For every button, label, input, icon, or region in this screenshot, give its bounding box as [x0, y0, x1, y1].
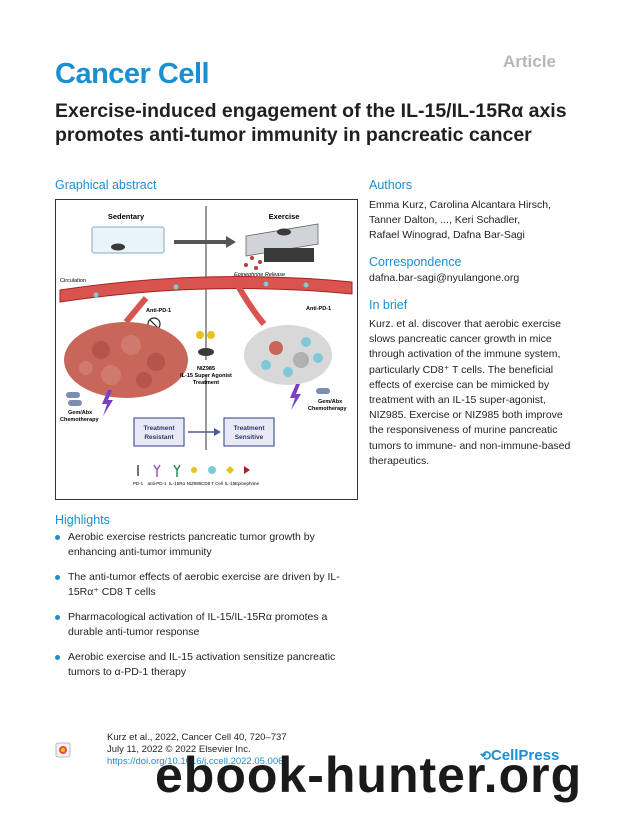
- il15-legend-icon: [226, 466, 234, 474]
- cage-icon: [91, 226, 165, 254]
- arrow-head-icon: [226, 236, 236, 248]
- sedentary-label: Sedentary: [108, 212, 145, 221]
- tumor-resistant-icon: [64, 322, 188, 398]
- mouse-exercise-icon: [277, 228, 291, 236]
- correspondence-email-link[interactable]: dafna.bar-sagi@nyulangone.org: [369, 272, 520, 284]
- authors-list: Emma Kurz, Carolina Alcantara Hirsch, Ta…: [369, 198, 589, 243]
- lightning-icon: [102, 390, 113, 416]
- author-line: Emma Kurz, Carolina Alcantara Hirsch,: [369, 199, 552, 211]
- in-brief-text: Kurz. et al. discover that aerobic exerc…: [369, 318, 571, 467]
- epinephrine-legend-icon: [244, 466, 250, 474]
- bullet-icon: [55, 535, 60, 540]
- svg-text:Treatment: Treatment: [143, 425, 175, 432]
- mouse-sedentary-icon: [111, 243, 125, 251]
- legend-label: anti-PD-1: [147, 481, 167, 486]
- watermark-text: ebook-hunter.org: [155, 747, 583, 803]
- svg-text:Treatment: Treatment: [193, 380, 219, 386]
- journal-logo: Cancer Cell: [55, 58, 210, 90]
- svg-text:Chemotherapy: Chemotherapy: [60, 417, 99, 423]
- graphical-abstract-heading: Graphical abstract: [55, 178, 157, 192]
- legend-label: NIZ985: [187, 481, 202, 486]
- treatment-sensitive-box: [223, 417, 275, 447]
- bullet-icon: [55, 615, 60, 620]
- svg-text:Gem/Abx: Gem/Abx: [68, 410, 93, 416]
- svg-text:IL-15 Super Agonist: IL-15 Super Agonist: [180, 373, 232, 379]
- svg-text:Chemotherapy: Chemotherapy: [308, 406, 347, 412]
- niz985-icon: [196, 331, 204, 339]
- legend-label: IL-15Rα: [169, 481, 186, 486]
- svg-text:Gem/Abx: Gem/Abx: [318, 399, 343, 405]
- citation-line: Kurz et al., 2022, Cancer Cell 40, 720–7…: [107, 732, 287, 743]
- legend-label: PD-1: [133, 481, 144, 486]
- authors-heading: Authors: [369, 178, 413, 192]
- svg-text:Resistant: Resistant: [144, 434, 174, 441]
- legend-label: IL-15: [225, 481, 236, 486]
- vessel-branch-right: [235, 284, 267, 326]
- legend-label: Epinephrine: [235, 481, 260, 486]
- bullet-icon: [55, 575, 60, 580]
- capsule-icon-right: [316, 388, 330, 394]
- il15ra-legend-icon: [173, 464, 181, 477]
- anti-pd1-left-label: Anti-PD-1: [146, 308, 171, 314]
- vessel-branch-left: [123, 296, 149, 324]
- blood-vessel-icon: [59, 276, 353, 303]
- highlight-item: The anti-tumor effects of aerobic exerci…: [55, 570, 360, 600]
- capsule-icon: [66, 392, 80, 398]
- highlights-heading: Highlights: [55, 513, 110, 527]
- graphical-abstract-figure: Sedentary Exercise Epinephrine Release C…: [55, 199, 358, 500]
- legend-label: CD8 T Cell: [201, 481, 223, 486]
- svg-text:Sensitive: Sensitive: [235, 434, 264, 441]
- article-type-label: Article: [503, 52, 556, 71]
- anti-pd1-legend-icon: [153, 464, 161, 477]
- graphical-abstract-svg: Sedentary Exercise Epinephrine Release C…: [59, 206, 353, 486]
- svg-text:NIZ985: NIZ985: [197, 366, 215, 372]
- author-line: Rafael Winograd, Dafna Bar-Sagi: [369, 229, 525, 241]
- epinephrine-label: Epinephrine Release: [234, 272, 285, 278]
- correspondence-heading: Correspondence: [369, 255, 462, 269]
- check-for-updates-icon[interactable]: [55, 742, 71, 758]
- treatment-resistant-box: [133, 417, 185, 447]
- doi-link[interactable]: https://doi.org/10.1016/j.ccell.2022.05.…: [107, 756, 284, 767]
- highlight-item: Aerobic exercise restricts pancreatic tu…: [55, 530, 360, 560]
- niz985-legend-icon: [191, 467, 197, 473]
- author-line: Tanner Dalton, ..., Keri Schadler,: [369, 214, 521, 226]
- in-brief-heading: In brief: [369, 298, 408, 312]
- highlight-item: Pharmacological activation of IL-15/IL-1…: [55, 610, 360, 640]
- cd8-tcell-legend-icon: [208, 466, 216, 474]
- cellpress-logo-icon: ⟲: [480, 748, 491, 763]
- bullet-icon: [55, 655, 60, 660]
- date-line: July 11, 2022 © 2022 Elsevier Inc.: [107, 744, 251, 755]
- highlights-list: Aerobic exercise restricts pancreatic tu…: [55, 530, 360, 690]
- lightning-icon-right: [290, 384, 301, 410]
- circulation-label: Circulation: [60, 278, 86, 284]
- citation-footer: Kurz et al., 2022, Cancer Cell 40, 720–7…: [107, 732, 287, 768]
- exercise-label: Exercise: [269, 212, 300, 221]
- paper-title: Exercise-induced engagement of the IL-15…: [55, 100, 567, 146]
- anti-pd1-right-label: Anti-PD-1: [306, 306, 331, 312]
- treadmill-base-icon: [264, 248, 314, 262]
- mouse-treated-icon: [198, 348, 214, 356]
- highlight-item: Aerobic exercise and IL-15 activation se…: [55, 650, 360, 680]
- svg-text:Treatment: Treatment: [233, 425, 265, 432]
- cellpress-logo: ⟲CellPress: [480, 747, 560, 764]
